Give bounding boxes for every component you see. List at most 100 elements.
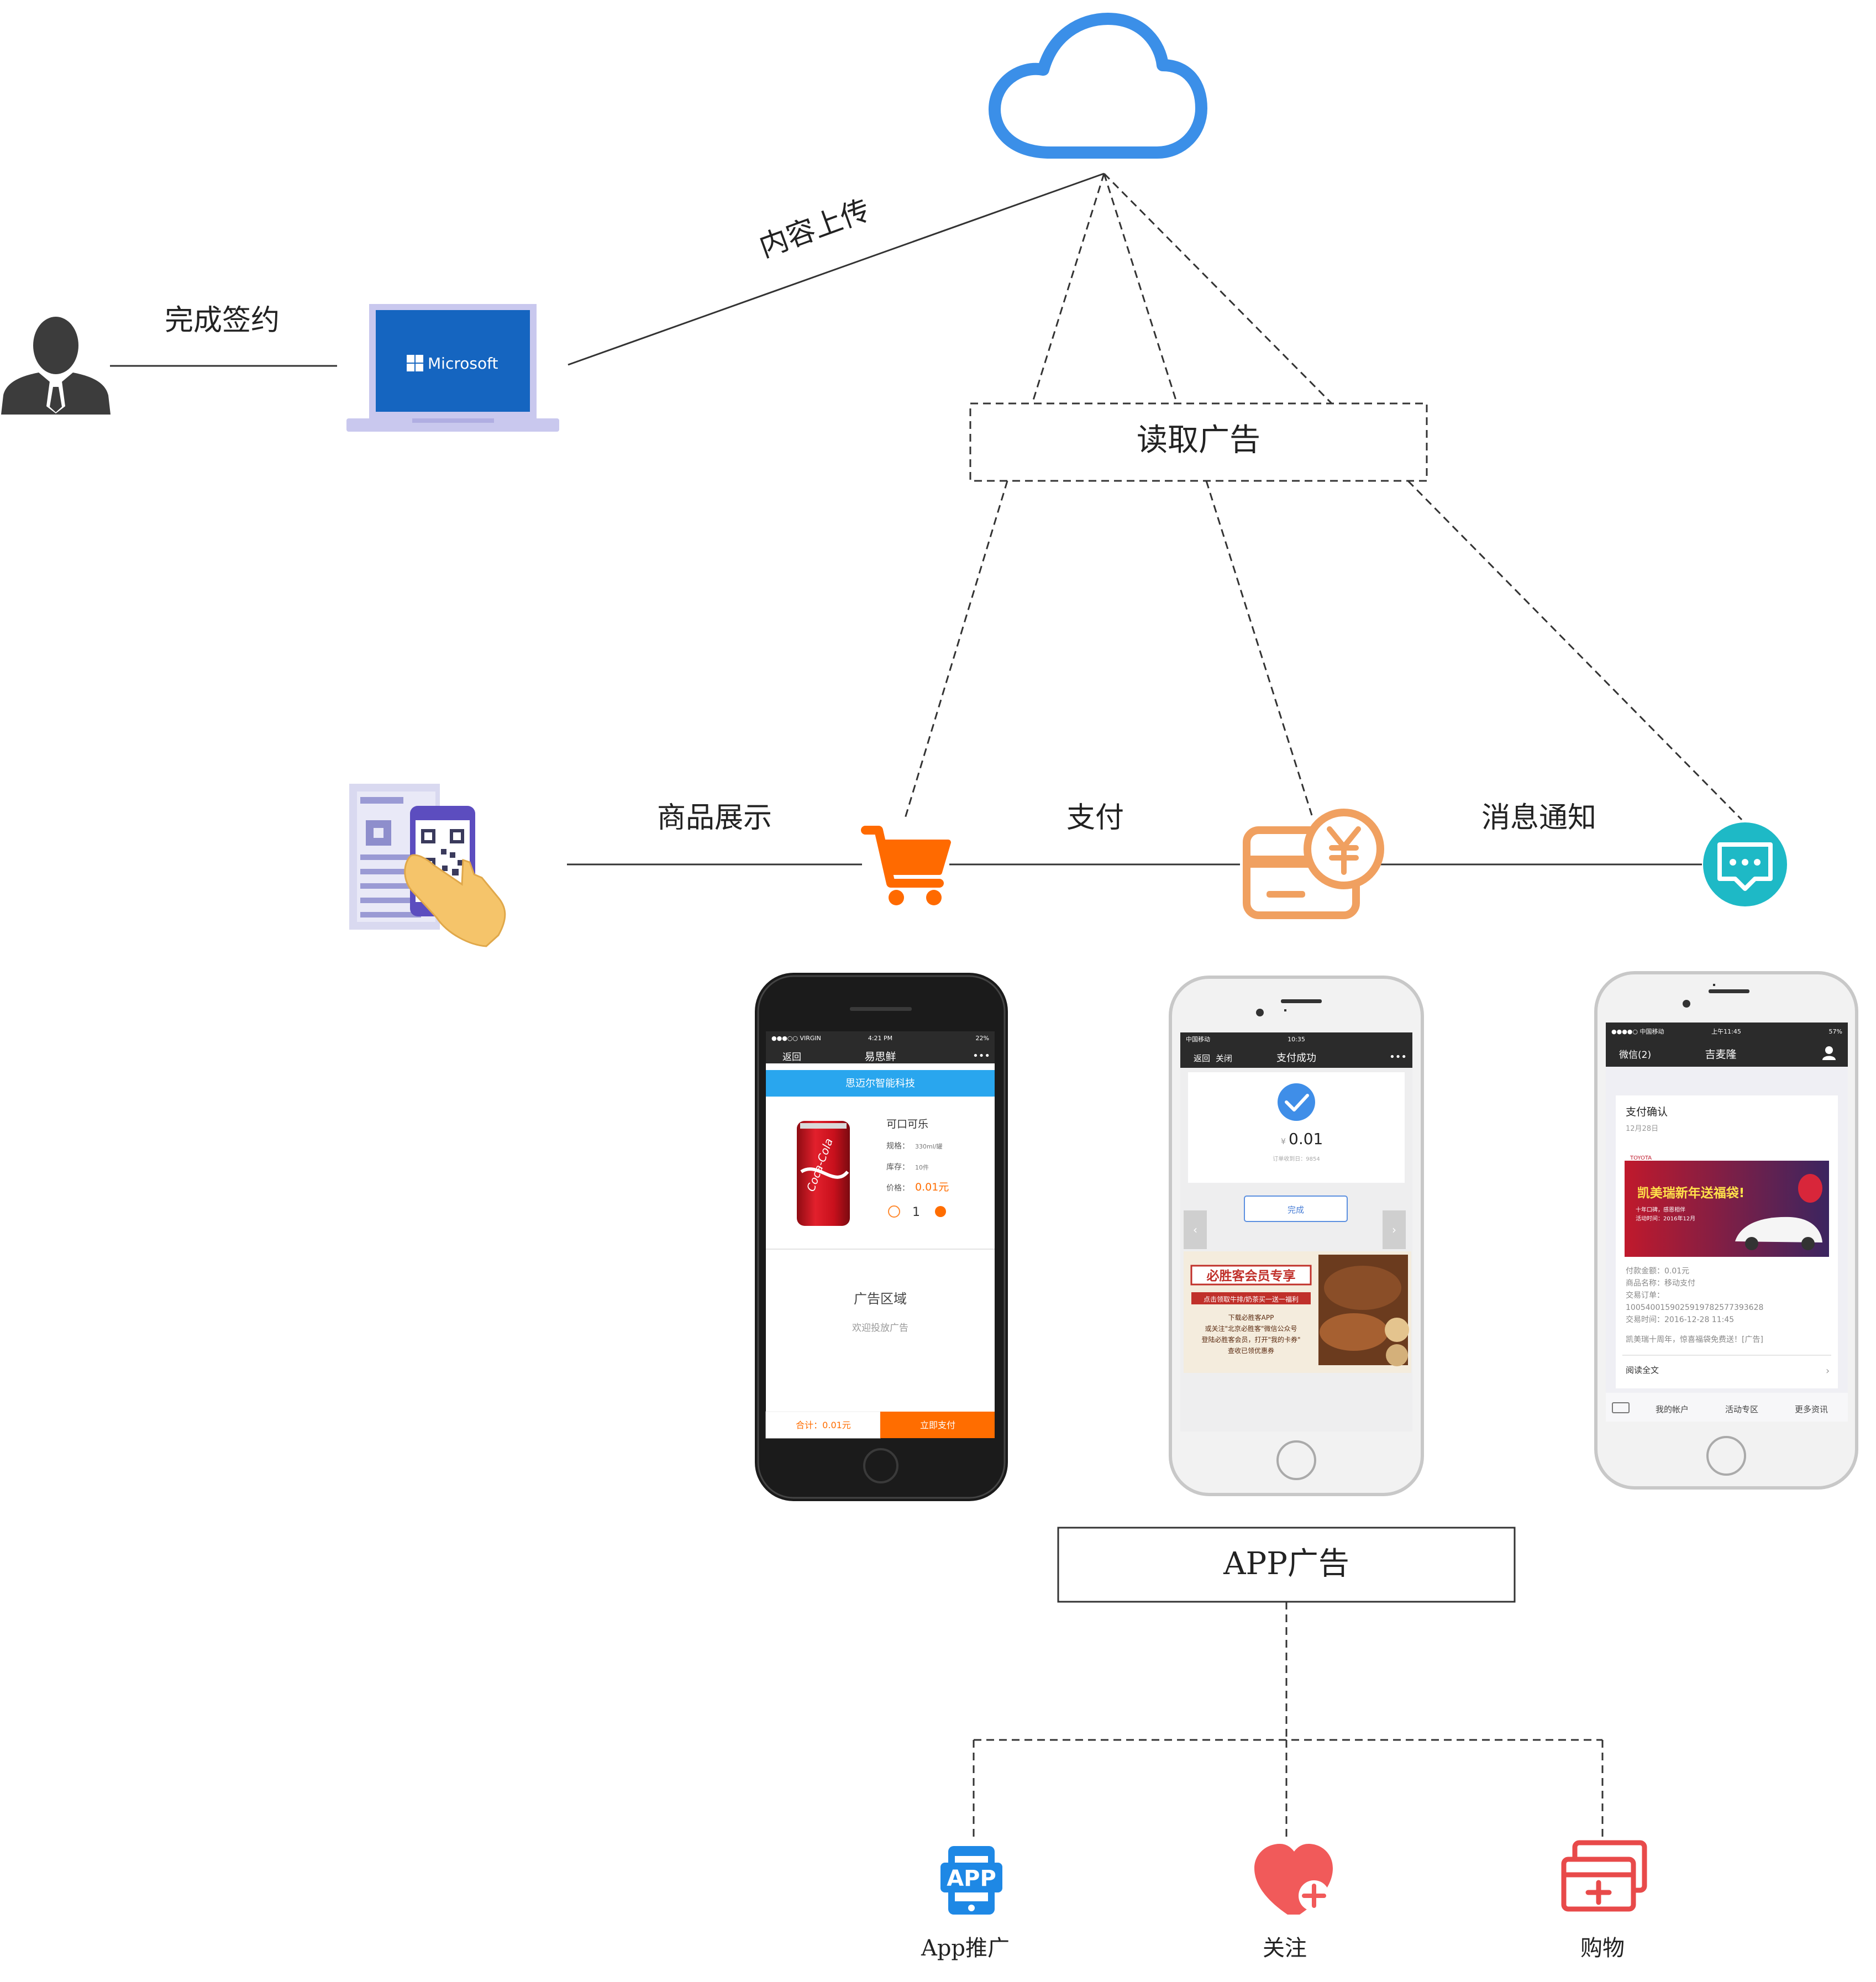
p1-product-name: 可口可乐: [886, 1118, 928, 1130]
p1-time: 4:21 PM: [868, 1035, 892, 1042]
cloud-to-read-line-1: [1031, 173, 1105, 404]
p3-read-all-arrow-icon: ›: [1826, 1365, 1830, 1377]
p3-time: 上午11:45: [1711, 1028, 1741, 1035]
p3-line3: 交易订单：: [1626, 1291, 1664, 1300]
p2-title: 支付成功: [1276, 1052, 1316, 1064]
message-bubble-icon: [1703, 822, 1787, 906]
p3-card-date: 12月28日: [1626, 1125, 1658, 1133]
connectors: [110, 172, 1743, 1841]
laptop-icon: Microsoft: [346, 304, 559, 432]
p1-carrier: ●●●○○ VIRGIN: [771, 1035, 821, 1042]
p1-pay-now-label: 立即支付: [920, 1420, 955, 1430]
p3-line5: 交易时间：2016-12-28 11:45: [1626, 1315, 1734, 1324]
p2-ad-line2: 下载必胜客APP: [1228, 1313, 1274, 1322]
p1-quantity: 1: [912, 1205, 920, 1219]
cloud-to-read-line-2: [1103, 173, 1178, 404]
p3-ad-sub2: 活动时间：2016年12月: [1636, 1215, 1695, 1222]
card-plus-icon: [1561, 1840, 1647, 1912]
p1-spec-label: 规格：: [886, 1142, 910, 1151]
p3-ad-brand: TOYOTA: [1630, 1155, 1652, 1161]
p3-profile-icon[interactable]: [1822, 1046, 1836, 1060]
p1-spec-value: 330ml/罐: [915, 1143, 942, 1150]
p3-line1: 付款金额：0.01元: [1626, 1267, 1689, 1276]
p3-tab-account[interactable]: 我的帐户: [1656, 1404, 1689, 1414]
product-display-label: 商品展示: [657, 801, 772, 835]
app-ads-box: APP广告: [1057, 1527, 1516, 1603]
qr-scan-icon: [349, 784, 506, 947]
p3-tab-news[interactable]: 更多资讯: [1795, 1404, 1828, 1414]
p3-carrier: ●●●●○ 中国移动: [1611, 1028, 1664, 1035]
p3-line2: 商品名称：移动支付: [1626, 1279, 1695, 1288]
p3-title: 吉麦隆: [1705, 1048, 1736, 1061]
windows-logo-icon: [407, 355, 423, 371]
coke-can-image: Coca-Cola: [797, 1121, 850, 1226]
p2-success-check-icon: [1278, 1083, 1315, 1121]
app-ads-label: APP广告: [1223, 1546, 1349, 1582]
p3-card-title: 支付确认: [1626, 1106, 1668, 1118]
p2-ad-line1: 点击领取牛排/奶茶买一送一福利: [1204, 1295, 1299, 1303]
p1-minus-button[interactable]: [888, 1205, 900, 1218]
shopping-cart-icon: [861, 826, 951, 905]
p2-more-button[interactable]: •••: [1389, 1051, 1407, 1063]
p2-done-label: 完成: [1288, 1205, 1304, 1215]
phone-message-notify: ●●●●○ 中国移动 上午11:45 57% 微信(2) 吉麦隆 支付确认 12…: [1594, 971, 1858, 1490]
p2-amount-prefix: ¥: [1281, 1137, 1286, 1146]
p1-price-value: 0.01元: [915, 1181, 949, 1193]
heart-plus-icon: [1254, 1844, 1333, 1915]
p2-ad-title: 必胜客会员专享: [1207, 1268, 1296, 1283]
message-notify-label: 消息通知: [1481, 801, 1596, 835]
cloud-to-read-line-3: [1103, 172, 1333, 405]
p1-stock-label: 库存：: [886, 1163, 910, 1172]
p2-order-note: 订单收到日：9854: [1273, 1155, 1320, 1162]
p3-back-button[interactable]: 微信(2): [1619, 1050, 1651, 1061]
p2-ad-line3: 或关注"北京必胜客"微信公众号: [1205, 1324, 1297, 1333]
payment-card-yen-icon: [1243, 809, 1384, 919]
p3-line6: 凯美瑞十周年，惊喜福袋免费送！[广告]: [1626, 1335, 1763, 1344]
p1-more-button[interactable]: •••: [973, 1050, 990, 1062]
content-upload-label: 内容上传: [755, 193, 874, 264]
read-ads-box: 读取广告: [969, 402, 1428, 482]
p1-price-label: 价格：: [886, 1184, 910, 1193]
p3-line4: 1005400159025919782577393628: [1626, 1303, 1763, 1312]
p2-back-button[interactable]: 返回: [1194, 1053, 1210, 1063]
p3-read-all-link[interactable]: 阅读全文: [1626, 1365, 1659, 1375]
sign-contract-label: 完成签约: [165, 304, 280, 337]
p3-tab-activities[interactable]: 活动专区: [1725, 1404, 1758, 1414]
app-icon-text: APP: [947, 1866, 996, 1891]
p1-back-button[interactable]: 返回: [782, 1052, 801, 1063]
p2-ad-banner[interactable]: 必胜客会员专享 点击领取牛排/奶茶买一送一福利 下载必胜客APP 或关注"北京必…: [1184, 1251, 1411, 1373]
app-phone-icon: APP: [940, 1846, 1002, 1915]
p2-prev-arrow-icon[interactable]: ‹: [1193, 1223, 1197, 1236]
payment-label: 支付: [1066, 801, 1124, 835]
shopping-label: 购物: [1580, 1936, 1625, 1961]
p1-title: 易思鲜: [864, 1051, 896, 1063]
p1-pay-now-button[interactable]: [880, 1412, 995, 1438]
content-upload-line: [567, 172, 1105, 366]
p1-banner: 思迈尔智能科技: [845, 1078, 915, 1089]
p1-battery: 22%: [976, 1035, 989, 1042]
p3-ad-image[interactable]: TOYOTA 凯美瑞新年送福袋! 十年口碑，感恩相伴 活动时间：2016年12月: [1625, 1153, 1829, 1257]
businessman-icon: [1, 317, 111, 415]
p1-ad-sub: 欢迎投放广告: [852, 1323, 908, 1334]
p3-keyboard-icon[interactable]: [1612, 1402, 1630, 1413]
p2-done-button[interactable]: [1244, 1196, 1348, 1222]
read-to-pay-line: [1205, 480, 1313, 816]
p2-carrier: 中国移动: [1186, 1036, 1210, 1043]
p1-ad-title: 广告区域: [854, 1291, 907, 1307]
p2-time: 10:35: [1288, 1036, 1305, 1043]
p2-next-arrow-icon[interactable]: ›: [1392, 1223, 1396, 1236]
p1-plus-button[interactable]: [935, 1206, 946, 1217]
p2-amount: 0.01: [1289, 1130, 1323, 1148]
read-to-message-line: [1407, 480, 1743, 821]
p2-ad-line4: 登陆必胜客会员，打开"我的卡券": [1201, 1335, 1300, 1344]
p1-stock-value: 10件: [915, 1164, 929, 1171]
p2-close-button[interactable]: 关闭: [1216, 1053, 1232, 1063]
read-ads-label: 读取广告: [1137, 422, 1260, 458]
follow-label: 关注: [1263, 1936, 1307, 1961]
p1-total: 合计：0.01元: [796, 1420, 851, 1430]
cloud-icon: [989, 13, 1207, 159]
p3-ad-sub1: 十年口碑，感恩相伴: [1636, 1206, 1685, 1213]
phone-product-display: ●●●○○ VIRGIN 4:21 PM 22% 返回 易思鲜 ••• 思迈尔智…: [755, 973, 1008, 1501]
phone-payment: 中国移动 10:35 返回 关闭 支付成功 ••• ¥ 0.01 订单收到日：9…: [1169, 976, 1424, 1496]
app-promo-label: App推广: [921, 1936, 1010, 1961]
